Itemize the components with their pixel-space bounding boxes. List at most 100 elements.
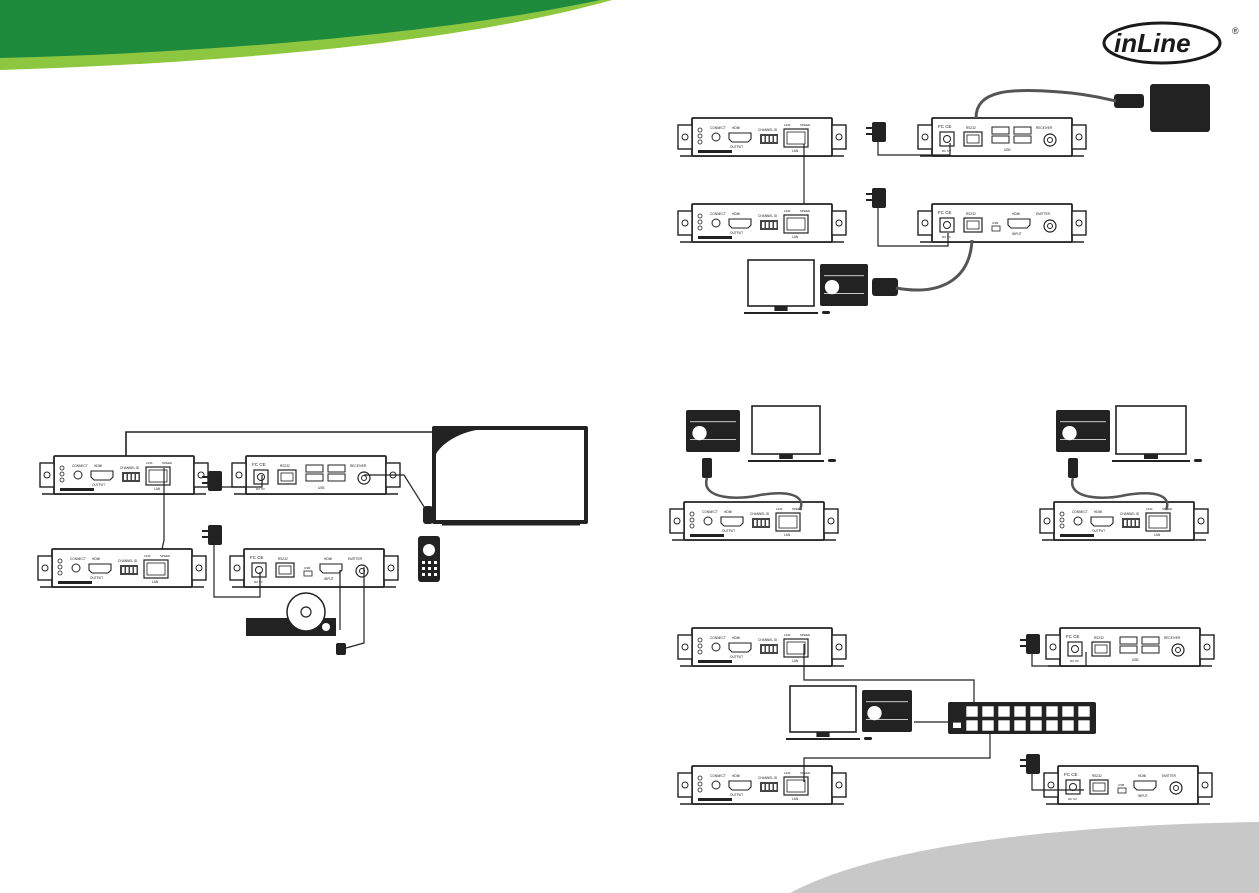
switch-port bbox=[1077, 705, 1091, 718]
hdmi-port bbox=[88, 563, 112, 574]
dc-label: DC 5V bbox=[254, 580, 263, 584]
usb-port bbox=[327, 473, 346, 482]
rj45-port bbox=[963, 131, 983, 147]
usb-plug bbox=[872, 278, 898, 296]
led-indicator bbox=[57, 564, 63, 570]
hdmi-port bbox=[720, 516, 744, 527]
lan-label: LAN bbox=[792, 797, 799, 801]
switch-adapter-top bbox=[1020, 634, 1040, 654]
power-button bbox=[867, 705, 882, 721]
certification-marks: FC CE bbox=[1066, 634, 1080, 639]
hdmi-port bbox=[319, 563, 343, 574]
left-adapter-top bbox=[202, 471, 222, 491]
certification-marks: FC CE bbox=[938, 124, 952, 129]
switch-label-plate bbox=[953, 722, 961, 728]
mount-screw bbox=[921, 219, 929, 227]
receiver-label: RECEIVER bbox=[1164, 636, 1181, 640]
channel-id-label: CHANNEL ID bbox=[758, 128, 778, 132]
led-indicator bbox=[1059, 523, 1065, 529]
dip-switch bbox=[120, 565, 138, 575]
dip-switch bbox=[752, 518, 770, 528]
mount-screw bbox=[835, 219, 843, 227]
ir-jack-inner bbox=[1175, 647, 1181, 653]
power-button bbox=[824, 279, 840, 295]
rj45-inner bbox=[146, 562, 166, 576]
usb-adapter-bottom bbox=[866, 188, 886, 208]
remote-control bbox=[418, 536, 440, 582]
remote-key bbox=[422, 561, 425, 564]
dip-lever bbox=[766, 646, 769, 652]
adapter-body bbox=[872, 188, 886, 208]
dc-jack-hole bbox=[943, 221, 951, 229]
channel-id-label: CHANNEL ID bbox=[1120, 512, 1140, 516]
mode-button bbox=[711, 218, 721, 228]
model-strip bbox=[58, 581, 92, 584]
monitor-lan-right bbox=[1112, 405, 1202, 462]
rj45-port bbox=[275, 562, 295, 578]
remote-key bbox=[434, 561, 437, 564]
mount-screw bbox=[681, 219, 689, 227]
led-indicator bbox=[697, 225, 703, 231]
rj45-inner bbox=[786, 131, 806, 145]
computer-case bbox=[820, 264, 868, 306]
channel-id-label: CHANNEL ID bbox=[118, 559, 138, 563]
hdmi-port bbox=[728, 218, 752, 229]
model-strip bbox=[698, 660, 732, 663]
connect-label: CONNECT bbox=[72, 464, 88, 468]
rj45-port bbox=[963, 217, 983, 233]
lan-label: LAN bbox=[792, 149, 799, 153]
switch-port bbox=[997, 719, 1011, 732]
receiver-label: RECEIVER bbox=[1036, 126, 1053, 130]
input-label: INPUT bbox=[324, 577, 334, 581]
rj45-plug-right bbox=[1068, 458, 1078, 478]
hdmi-label: HDMI bbox=[94, 464, 102, 468]
mode-button bbox=[711, 642, 721, 652]
dip-lever bbox=[1132, 520, 1135, 526]
rj45-port bbox=[783, 638, 809, 658]
computer-case bbox=[862, 690, 912, 732]
dip-lever bbox=[130, 567, 133, 573]
hdmi-port bbox=[1007, 218, 1031, 229]
output-label: OUTPUT bbox=[730, 145, 743, 149]
rj45-inner bbox=[280, 472, 294, 482]
rj45-plug-left bbox=[702, 458, 712, 478]
input-label: INPUT bbox=[1012, 232, 1022, 236]
speed-label: SPEED bbox=[800, 633, 811, 637]
hdmi-port bbox=[728, 132, 752, 143]
mount-screw bbox=[387, 564, 395, 572]
rj45-inner bbox=[278, 565, 292, 575]
usb-port bbox=[1141, 636, 1160, 645]
hdmi-label: HDMI bbox=[1012, 212, 1020, 216]
mount-screw bbox=[195, 564, 203, 572]
mount-screw bbox=[235, 471, 243, 479]
inline-logo: inLine ® bbox=[1100, 18, 1250, 68]
connect-label: CONNECT bbox=[710, 126, 726, 130]
adapter-prong bbox=[202, 482, 208, 484]
power-cable-usb-top bbox=[877, 142, 951, 156]
mode-button bbox=[711, 132, 721, 142]
dip-lever bbox=[124, 474, 127, 480]
usb-port bbox=[991, 135, 1010, 144]
left-adapter-bottom bbox=[202, 525, 222, 545]
monitor-screen bbox=[789, 685, 857, 733]
adapter-prong bbox=[202, 530, 208, 532]
player-button bbox=[322, 623, 330, 631]
power-button bbox=[1062, 425, 1077, 441]
model-strip bbox=[698, 236, 732, 239]
switch-port bbox=[1045, 705, 1059, 718]
rs232-label: RS232 bbox=[966, 126, 976, 130]
footer-swoosh bbox=[790, 822, 1259, 893]
power-cable-bottom bbox=[213, 545, 261, 598]
model-strip bbox=[698, 150, 732, 153]
ir-jack-inner bbox=[361, 475, 367, 481]
mount-screw bbox=[1201, 781, 1209, 789]
mount-screw bbox=[233, 564, 241, 572]
dc-label: DC 5V bbox=[1068, 797, 1077, 801]
speed-label: SPEED bbox=[160, 554, 171, 558]
usb-port bbox=[305, 473, 324, 482]
hdmi-port bbox=[1133, 780, 1157, 791]
mount-screw bbox=[681, 133, 689, 141]
connect-label: CONNECT bbox=[710, 212, 726, 216]
speed-label: SPEED bbox=[162, 461, 173, 465]
